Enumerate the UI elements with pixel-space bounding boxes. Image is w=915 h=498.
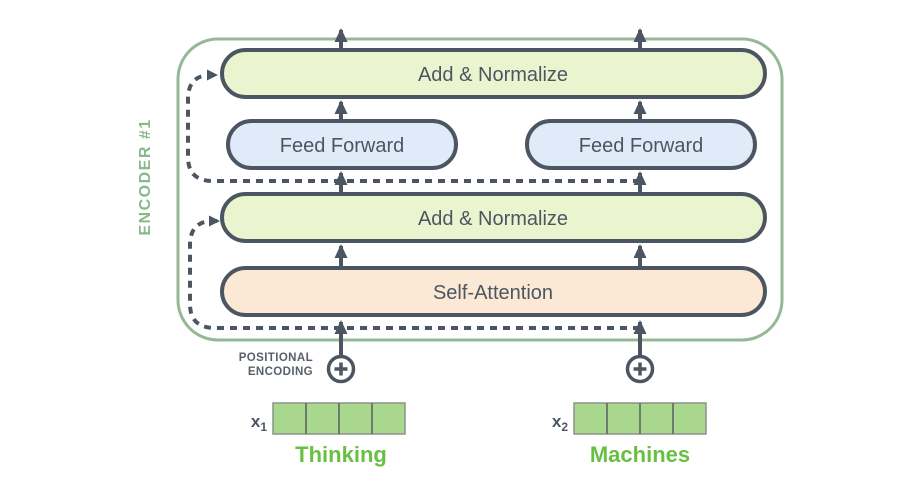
positional-encoding-label-line2: ENCODING <box>248 366 313 378</box>
feed-forward-right-box <box>525 119 757 170</box>
feed-forward-right-label: Feed Forward <box>579 135 704 157</box>
plus-in-circle-icon-left <box>326 354 356 384</box>
x2-label: x2 <box>552 412 568 434</box>
encoder-frame <box>176 37 784 342</box>
add-normalize-mid-box <box>220 192 767 243</box>
feed-forward-left-box <box>226 119 458 170</box>
self-attention-box <box>220 266 767 317</box>
positional-encoding-label-line1: POSITIONAL <box>239 352 313 364</box>
add-normalize-mid-label: Add & Normalize <box>418 208 568 230</box>
input-word-left: Thinking <box>295 442 387 467</box>
x1-label: x1 <box>251 412 267 434</box>
input-word-right: Machines <box>590 442 690 467</box>
residual-path-upper dashed-residual-arrow-icon <box>186 69 640 183</box>
feed-forward-left-label: Feed Forward <box>280 135 405 157</box>
plus-in-circle-icon-right <box>625 354 655 384</box>
embedding-vector-x2 <box>573 402 707 435</box>
add-normalize-top-label: Add & Normalize <box>418 64 568 86</box>
self-attention-label: Self-Attention <box>433 282 553 304</box>
encoder-label: ENCODER #1 <box>137 118 154 235</box>
residual-path-lower dashed-residual-arrow-icon <box>188 215 640 330</box>
add-normalize-top-box <box>220 48 767 99</box>
embedding-vector-x1 <box>272 402 406 435</box>
